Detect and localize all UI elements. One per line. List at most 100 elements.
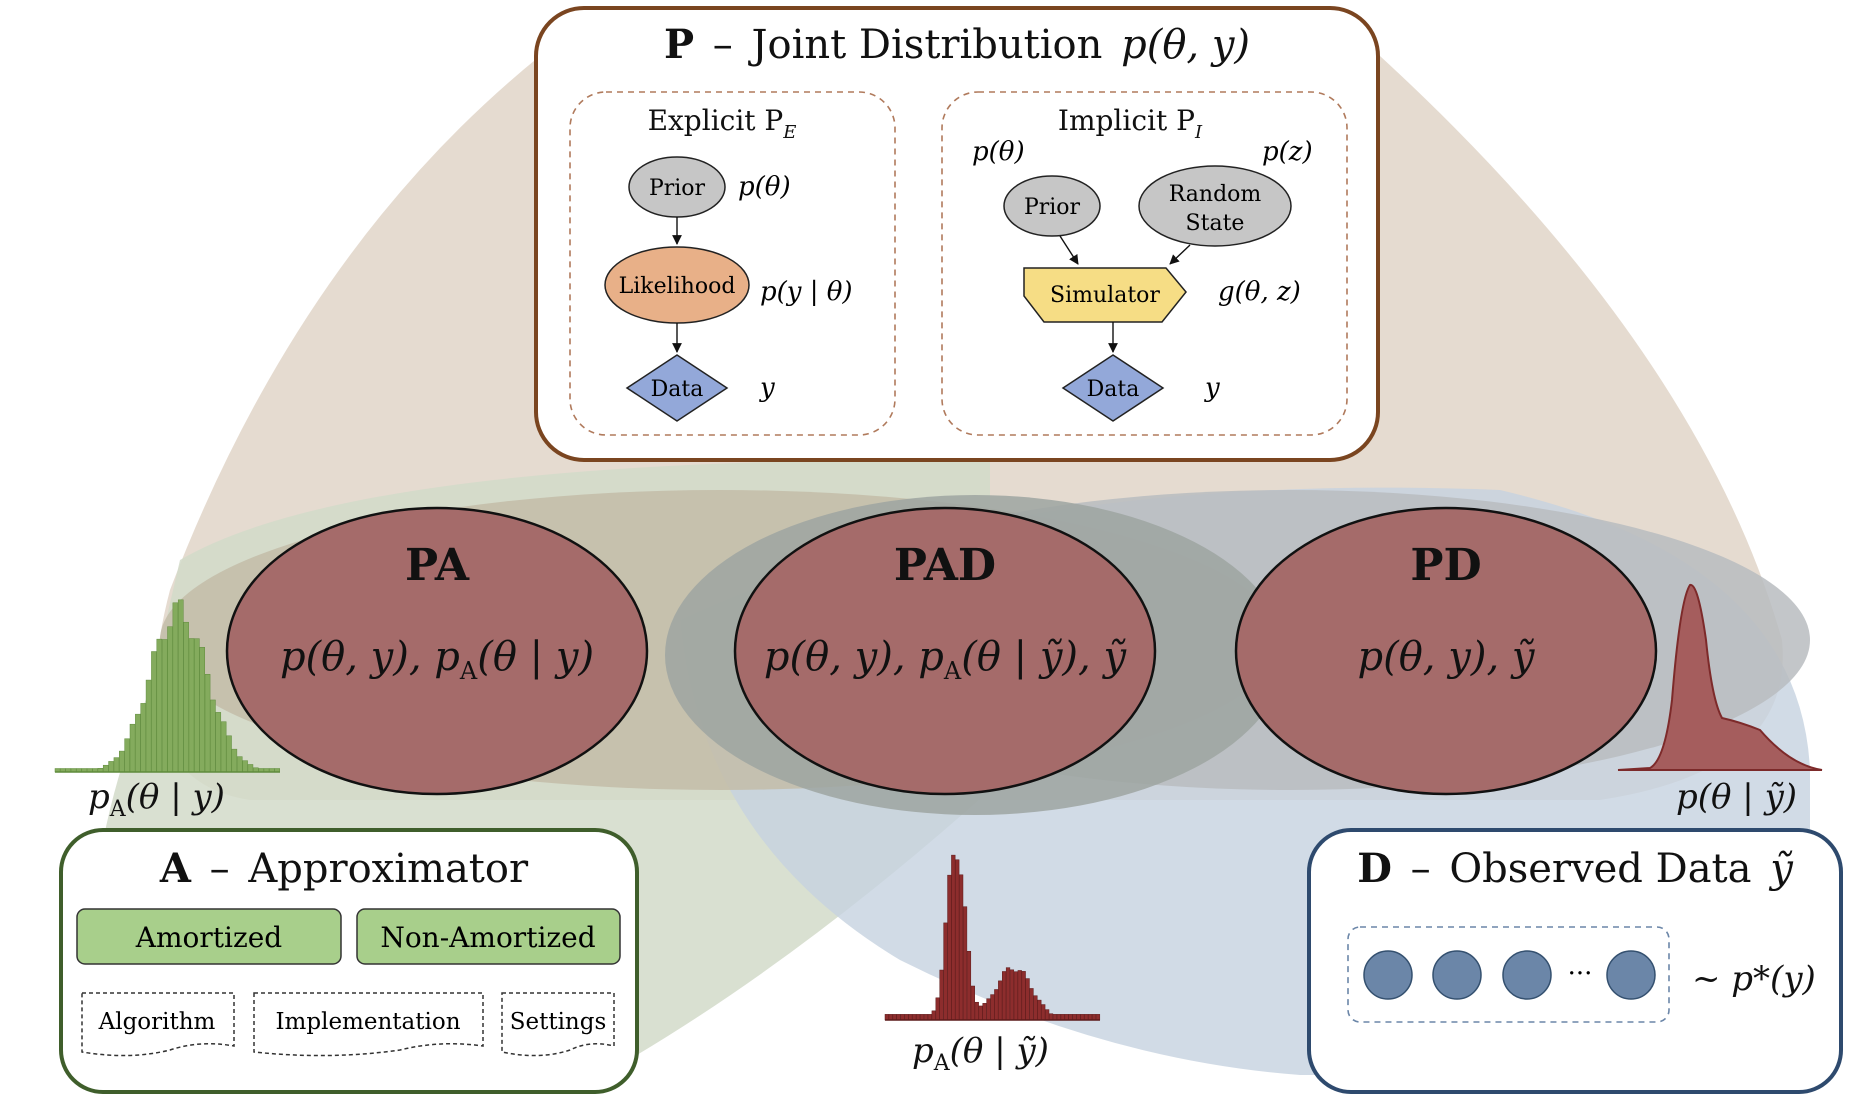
green-hist-bar [145,679,152,773]
green-hist-bar [215,712,222,773]
green-hist-bar [210,699,216,773]
non-amortized-label: Non-Amortized [380,921,595,954]
explicit-prior-label: Prior [649,176,706,201]
red-hist-bar [1084,1014,1089,1021]
red-hist-bar [1080,1014,1085,1021]
implicit-prior-math: p(θ) [972,137,1025,167]
red-hist-bar [916,1014,921,1021]
amortized-button[interactable] [76,908,342,965]
green-hist-bar [102,764,109,773]
red-hist-bar [1091,1014,1097,1021]
observed-title: D – Observed Data ỹ [1357,845,1794,892]
red-hist-bar [931,1010,936,1021]
red-hist-bar [923,1014,929,1021]
pa-math: p(θ, y), pA(θ | y) [280,634,594,685]
settings-document[interactable] [501,992,615,1057]
implicit-random-label-2: State [1186,211,1245,236]
green-hist-bar [226,735,232,773]
observation-dot-2 [1432,950,1482,1000]
implicit-data-math: y [1204,373,1220,403]
explicit-title: Explicit PE [648,104,797,143]
explicit-data-node [625,354,729,422]
red-hist-bar [947,874,952,1021]
green-hist-bar [194,638,200,773]
implicit-simulator-node [1023,267,1187,323]
red-hist-bar [1041,1004,1046,1021]
observation-ellipsis: ··· [1568,959,1593,989]
green-hist-bar [167,626,173,773]
implicit-random-math: p(z) [1262,137,1313,167]
green-hist-bar [129,723,136,773]
green-hist-bar [140,703,147,773]
red-hist-bar [888,1014,893,1021]
red-hist-bar [1021,971,1026,1021]
implicit-random-label-1: Random [1169,182,1262,207]
non-amortized-button[interactable] [356,908,621,965]
approximator-title: A – Approximator [159,845,529,892]
red-hist-bar [1025,978,1030,1021]
red-hist-bar [1009,969,1015,1021]
left-hist-label: pA(θ | y) [88,777,225,822]
green-hist-bar [108,761,114,773]
red-hist-bar [908,1014,913,1021]
pad-math: p(θ, y), pA(θ | ỹ), ỹ [764,634,1128,685]
green-hist-bar [172,602,179,773]
settings-label: Settings [510,1009,607,1035]
red-hist-bar [955,859,960,1021]
implicit-arrow-random-simulator [1169,244,1191,265]
green-hist-bar [236,756,243,773]
implementation-label: Implementation [275,1009,460,1035]
implicit-model-box [941,91,1348,436]
green-hist-bar [199,647,205,773]
pad-ellipse [733,506,1157,796]
observed-distribution: ~ p*(y) [1692,959,1816,999]
implicit-simulator-label: Simulator [1050,283,1160,308]
observed-samples-box [1347,926,1670,1023]
red-hist-bar [1033,995,1038,1021]
red-hist-bar [1056,1014,1061,1021]
red-hist-bar [1064,1014,1069,1021]
red-hist-bar [1060,1014,1065,1021]
pd-ellipse [1234,506,1658,796]
green-hist-bar [151,651,157,773]
green-hist-bar [231,748,238,773]
red-hist-bar [966,950,972,1021]
red-hist-bar [978,1005,983,1021]
explicit-prior-math: p(θ) [738,172,791,202]
red-hist-bar [939,969,944,1021]
explicit-likelihood-label: Likelihood [619,274,736,299]
green-hist-bar [188,638,195,773]
red-hist-bar [1029,988,1034,1021]
green-hist-bar [135,713,141,773]
explicit-data-label: Data [651,377,704,402]
red-hist-bar [943,922,948,1021]
red-hist-bar [974,1001,979,1021]
red-hist-bar [927,1014,932,1021]
red-hist-bar [986,998,991,1021]
red-hist-bar [1017,970,1022,1021]
red-hist-bar [896,1014,901,1021]
implicit-arrow-prior-simulator [1059,235,1079,265]
red-hist-bar [994,989,999,1021]
observed-data-box [1307,828,1843,1094]
red-hist-bar [900,1014,905,1021]
red-hist-bar [1052,1014,1058,1021]
green-hist-bar [242,760,248,773]
green-hist-bar [119,750,125,773]
red-hist-bar [990,994,995,1021]
observation-dot-1 [1363,950,1413,1000]
red-hist-bar [1076,1014,1081,1021]
algorithm-document[interactable] [81,992,235,1057]
joint-distribution-box [534,6,1380,462]
pd-title: PD [1410,540,1481,591]
green-hist-bar [156,638,163,773]
red-hist-bar [962,906,968,1021]
explicit-likelihood-math: p(y | θ) [760,277,853,307]
green-hist-bar [124,738,130,773]
implicit-prior-label: Prior [1024,195,1081,220]
observation-dot-3 [1502,950,1552,1000]
red-hist-bar [1068,1014,1073,1021]
implementation-document[interactable] [253,992,484,1057]
approximate-posterior-histogram-bottom [884,854,1101,1021]
true-posterior-density-right [1617,584,1823,771]
